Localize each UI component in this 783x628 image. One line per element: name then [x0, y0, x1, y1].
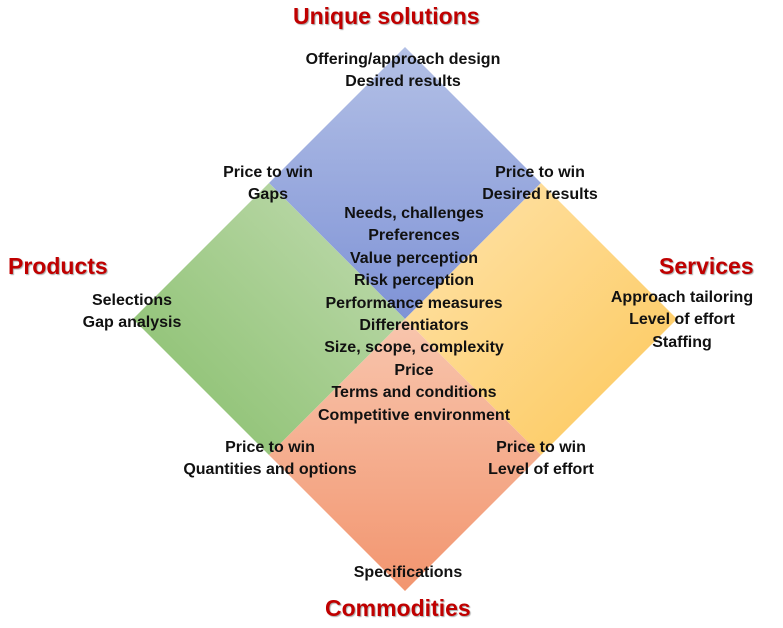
center-text-line: Needs, challenges [344, 205, 484, 222]
quadrant-bottom [269, 319, 541, 591]
center-text-line: Risk perception [353, 272, 475, 290]
left-apex-text-line: Selections [91, 292, 173, 309]
right-apex-text-line: Approach tailoring [610, 289, 754, 306]
right-apex-text-line: Level of effort [629, 311, 735, 329]
center-text-line: Size, scope, complexity [324, 339, 504, 357]
bottom-left-edge-text-line: Quantities and options [183, 461, 357, 479]
center-text-line: Preferences [368, 227, 460, 245]
center-text-line: Terms and conditions [331, 384, 497, 402]
top-left-edge-text-line: Gaps [247, 186, 288, 204]
center-text-line: Price [394, 361, 434, 379]
center-text-line: Performance measures [325, 294, 503, 312]
corner-label-top: Unique solutions [293, 3, 480, 29]
bottom-right-edge-text-line: Price to win [496, 439, 586, 456]
left-apex-text-line: Gap analysis [82, 314, 182, 332]
corner-label-bottom: Commodities [325, 595, 471, 621]
right-apex-text-line: Staffing [652, 333, 712, 351]
center-text-line: Differentiators [359, 317, 469, 335]
top-apex-text-line: Offering/approach design [305, 51, 501, 68]
top-right-edge-text-line: Price to win [495, 164, 585, 181]
top-apex-text-line: Desired results [345, 73, 461, 91]
bottom-right-edge-text-line: Level of effort [488, 461, 594, 479]
top-left-edge-text-line: Price to win [223, 164, 313, 181]
bottom-apex-text: Specifications [338, 562, 478, 584]
center-text-line: Competitive environment [317, 406, 511, 424]
bottom-apex-text-line: Specifications [353, 564, 463, 581]
center-text-line: Value perception [349, 249, 479, 267]
corner-label-left: Products [8, 253, 108, 279]
bottom-left-edge-text-line: Price to win [225, 439, 315, 456]
corner-label-right: Services [659, 253, 754, 279]
top-right-edge-text-line: Desired results [482, 186, 598, 204]
